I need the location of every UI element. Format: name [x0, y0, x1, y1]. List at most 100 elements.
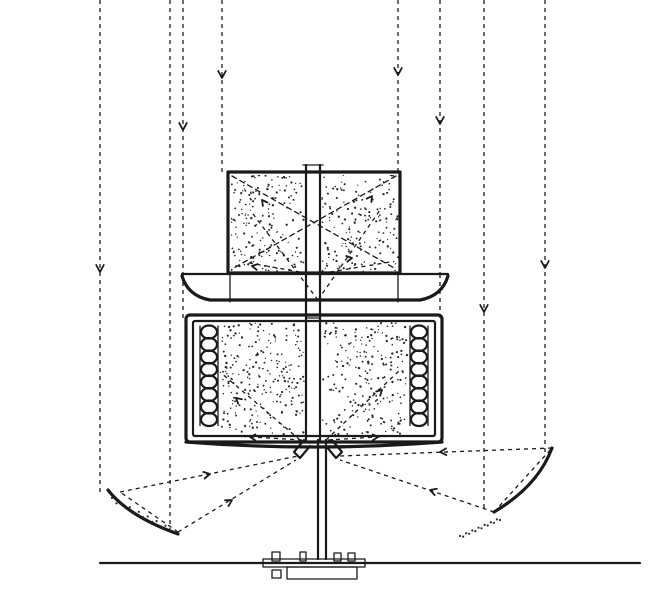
stipple-dot [398, 432, 402, 435]
stipple-dot [377, 350, 379, 352]
stipple-dot [366, 431, 369, 434]
stipple-dot [261, 255, 263, 258]
stipple-dot [225, 361, 228, 365]
stipple-dot [403, 394, 405, 396]
stipple-dot [249, 425, 251, 427]
stipple-dot [291, 396, 294, 399]
stipple-dot [261, 214, 264, 217]
stipple-dot [346, 362, 349, 365]
stipple-dot [239, 250, 242, 252]
stipple-dot [333, 226, 335, 229]
stipple-dot [258, 192, 261, 195]
stipple-dot [238, 404, 241, 407]
stipple-dot [366, 372, 369, 375]
stipple-dot [329, 207, 332, 210]
stipple-dot [223, 410, 225, 413]
stipple-dot [371, 337, 373, 340]
stipple-dot [361, 198, 364, 201]
stipple-dot [369, 217, 372, 219]
stipple-dot [252, 260, 255, 263]
stipple-dot [222, 370, 225, 373]
stipple-dot [350, 236, 353, 238]
stipple-dot [268, 265, 271, 268]
stipple-dot [302, 375, 305, 378]
stipple-dot [272, 334, 276, 337]
stipple-dot [269, 342, 272, 344]
stipple-dot [224, 354, 227, 358]
stipple-dot [257, 374, 260, 376]
stipple-dot [325, 186, 328, 188]
stipple-dot [224, 370, 227, 373]
stipple-dot [268, 203, 271, 206]
coil-loop [199, 399, 219, 415]
stipple-dot [356, 355, 358, 358]
stipple-dot [168, 529, 172, 533]
stipple-dot [276, 362, 279, 365]
stipple-dot [221, 340, 224, 342]
stipple-dot [231, 247, 234, 250]
stipple-dot [400, 353, 403, 356]
stipple-dot [379, 322, 383, 325]
stipple-dot [266, 188, 269, 191]
stipple-dot [379, 400, 382, 403]
stipple-dot [393, 427, 396, 430]
stipple-dot [276, 366, 279, 369]
stipple-dot [270, 244, 273, 247]
stipple-dot [396, 338, 399, 341]
stipple-dot [254, 322, 256, 324]
stipple-dot [394, 269, 396, 272]
stipple-dot [250, 198, 252, 201]
stipple-dot [252, 365, 255, 369]
stipple-dot [296, 255, 299, 258]
stipple-dot [290, 400, 293, 402]
stipple-dot [357, 366, 361, 370]
stipple-dot [390, 213, 393, 216]
stipple-dot [232, 373, 234, 375]
funnel-nozzle [292, 438, 344, 460]
stipple-dot [334, 185, 336, 188]
stipple-dot [241, 336, 243, 338]
stipple-dot [259, 323, 262, 326]
stipple-dot [383, 386, 386, 389]
stipple-dot [236, 236, 238, 238]
stipple-dot [267, 249, 270, 252]
stipple-dot [243, 407, 246, 410]
stipple-dot [275, 191, 278, 194]
stipple-dot [383, 421, 386, 424]
stipple-dot [377, 325, 379, 328]
stipple-dot [385, 363, 388, 366]
arrowhead [235, 397, 243, 405]
stipple-dot [390, 322, 393, 325]
stipple-dot [231, 217, 233, 220]
stipple-dot [248, 193, 251, 196]
stipple-dot [223, 325, 226, 328]
stipple-dot [364, 370, 367, 373]
stipple-dot [388, 188, 390, 191]
stipple-dot [267, 212, 270, 214]
stipple-dot [349, 231, 351, 233]
stipple-dot [332, 322, 335, 324]
stipple-dot [300, 340, 302, 343]
stipple-dot [371, 328, 374, 331]
stipple-dot [249, 389, 252, 392]
stipple-dot [268, 254, 271, 257]
stipple-dot [296, 381, 299, 385]
stipple-dot [285, 388, 288, 391]
stipple-dot [264, 175, 267, 177]
stipple-dot [262, 367, 264, 370]
stipple-dot [251, 345, 254, 348]
stipple-dot [284, 366, 287, 369]
stipple-dot [252, 244, 255, 247]
stipple-dot [237, 373, 240, 376]
stipple-dot [234, 219, 236, 222]
stipple-dot [403, 325, 407, 329]
stipple-dot [258, 193, 261, 196]
stipple-dot [155, 520, 158, 523]
stipple-dot [352, 399, 355, 401]
arrowhead [375, 389, 383, 397]
stipple-dot [397, 421, 400, 423]
stipple-dot [368, 339, 371, 342]
stipple-dot [345, 245, 347, 248]
stipple-dot [370, 334, 373, 337]
stipple-dot [250, 175, 253, 178]
